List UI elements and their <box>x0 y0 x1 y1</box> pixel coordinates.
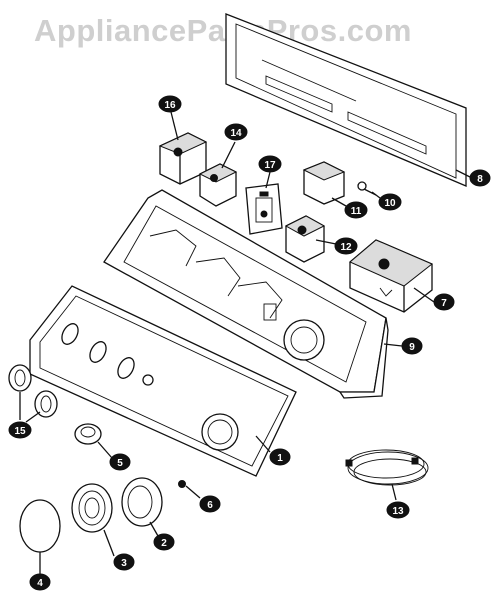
part-12-switch <box>284 215 326 263</box>
callout-9: 9 <box>401 337 423 355</box>
callout-8-label: 8 <box>477 174 483 185</box>
callout-5: 5 <box>109 453 131 471</box>
callout-6: 6 <box>199 495 221 513</box>
callout-7-label: 7 <box>441 298 447 309</box>
callout-14: 14 <box>224 123 248 141</box>
callout-13-label: 13 <box>392 506 404 517</box>
part-11-block <box>302 161 346 205</box>
part-2-bezel <box>121 477 163 527</box>
part-1-control-panel <box>29 285 297 477</box>
callout-9-label: 9 <box>409 342 415 353</box>
callout-17: 17 <box>258 155 282 173</box>
callout-3-label: 3 <box>121 558 127 569</box>
callout-10-label: 10 <box>384 198 396 209</box>
part-16-switch <box>158 132 208 185</box>
part-15-knobs <box>8 364 58 418</box>
part-6-screw <box>178 480 201 499</box>
part-3-ring <box>71 483 113 533</box>
part-7-timer <box>349 239 433 313</box>
part-13-harness <box>345 449 429 486</box>
callout-15-label: 15 <box>14 426 26 437</box>
callout-16: 16 <box>158 95 182 113</box>
callout-7: 7 <box>433 293 455 311</box>
callout-17-label: 17 <box>264 160 276 171</box>
part-10-screw <box>357 181 377 196</box>
callout-16-label: 16 <box>164 100 176 111</box>
callout-11: 11 <box>344 201 368 219</box>
callout-4-label: 4 <box>37 578 43 589</box>
callout-10: 10 <box>378 193 402 211</box>
watermark-text: AppliancePartsPros.com <box>34 13 412 48</box>
callout-11-label: 11 <box>351 206 362 217</box>
callout-2-label: 2 <box>161 538 167 549</box>
part-9-console <box>103 189 389 399</box>
callout-12-label: 12 <box>340 242 352 253</box>
callout-14-label: 14 <box>230 128 242 139</box>
callout-8: 8 <box>469 169 491 187</box>
callout-15: 15 <box>8 421 32 439</box>
part-5-button <box>74 423 102 445</box>
callout-2: 2 <box>153 533 175 551</box>
callout-3: 3 <box>113 553 135 571</box>
callout-5-label: 5 <box>117 458 123 469</box>
callout-1-label: 1 <box>277 453 283 464</box>
part-8-rear-panel <box>225 13 467 187</box>
part-14-switch <box>198 163 238 207</box>
callout-1: 1 <box>269 448 291 466</box>
part-4-cap <box>19 499 61 553</box>
callout-12: 12 <box>334 237 358 255</box>
callout-13: 13 <box>386 501 410 519</box>
callout-6-label: 6 <box>207 500 213 511</box>
callout-4: 4 <box>29 573 51 591</box>
part-17-bracket <box>245 183 283 235</box>
